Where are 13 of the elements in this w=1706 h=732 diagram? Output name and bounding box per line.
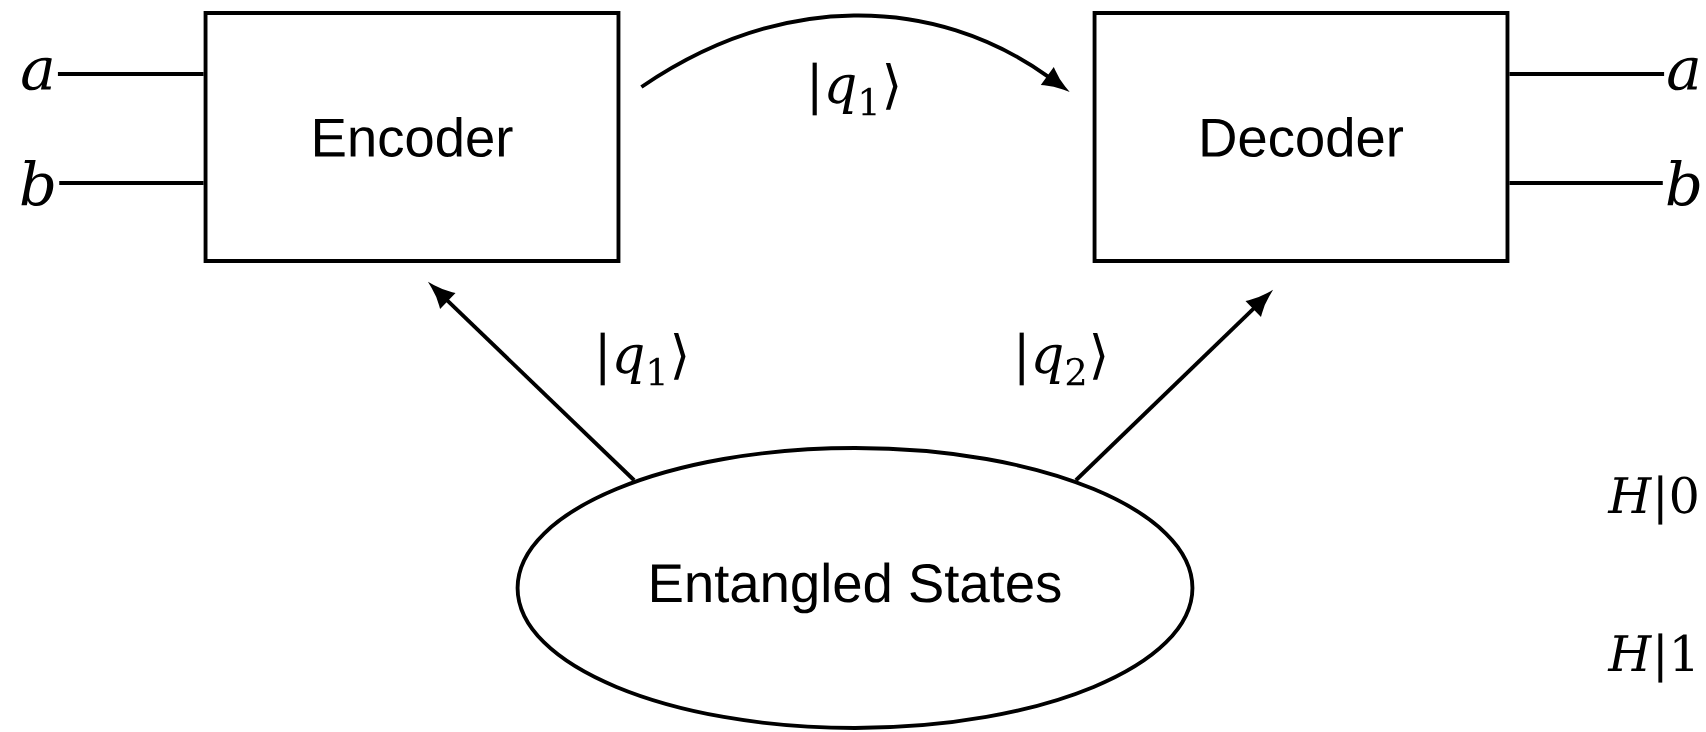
wire-line	[57, 72, 204, 76]
wire-label: b	[1667, 159, 1700, 207]
wire-label: a	[1668, 57, 1698, 91]
wire-line	[59, 181, 204, 185]
wire-label: a	[22, 57, 52, 91]
formula-text: H|0	[1607, 475, 1697, 525]
ellipse-node: Entangled States	[515, 446, 1195, 730]
wire-line	[1509, 72, 1665, 76]
wire-line	[1509, 181, 1663, 185]
formula-text: H|1	[1607, 633, 1693, 683]
wire-label: b	[21, 159, 54, 207]
process-box: Encoder	[203, 11, 621, 263]
process-box: Decoder	[1092, 11, 1510, 263]
